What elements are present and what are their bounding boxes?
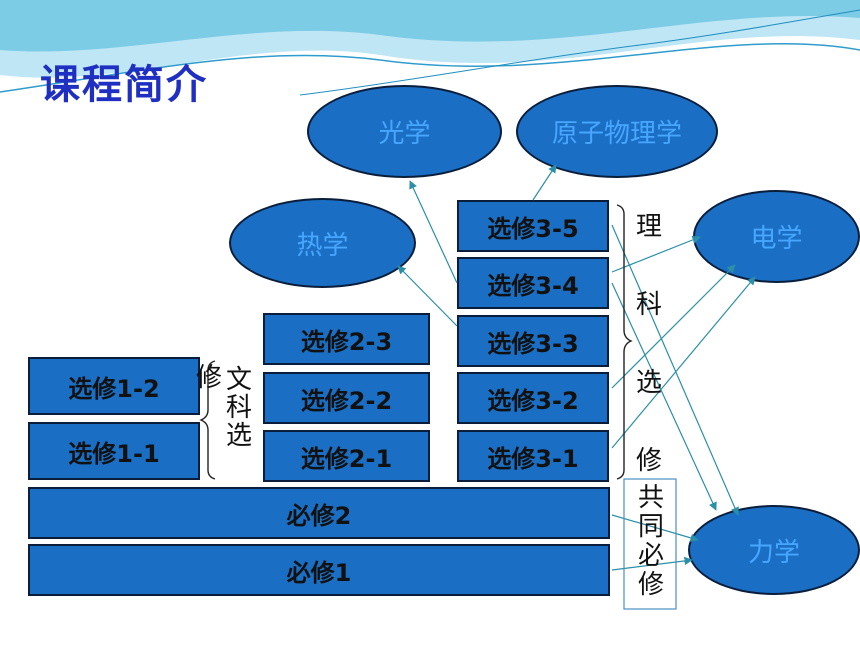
box-elective-2-1: 选修2-1 (263, 430, 430, 482)
box-required-1: 必修1 (28, 544, 610, 596)
box-required-2: 必修2 (28, 487, 610, 539)
header-wave-decoration (0, 0, 860, 96)
ellipse-thermo-label: 热学 (296, 230, 349, 261)
arrow-3-3-to-thermo (397, 265, 458, 327)
label-char: 修 (638, 570, 665, 600)
label-char: 文 (226, 365, 253, 395)
ellipse-atomic-label: 原子物理学 (551, 119, 682, 149)
arrow-3-1-to-electro (611, 276, 756, 449)
label-char: 共 (638, 483, 665, 513)
box-elective-2-2: 选修2-2 (263, 372, 430, 424)
label-char: 科 (636, 290, 663, 320)
arrow-3-5-to-mechanics (611, 224, 739, 516)
box-elective-1-1: 选修1-1 (28, 422, 200, 480)
ellipse-atomic-physics: 原子物理学 (516, 85, 718, 178)
label-char: 选 (226, 421, 253, 451)
ellipse-electro-label: 电学 (750, 224, 803, 254)
arrow-3-2-to-electro (611, 264, 736, 389)
arrow-required2-to-mechanics (611, 514, 699, 542)
ellipse-mechanics-label: 力学 (747, 537, 800, 568)
arrow-required1-to-mechanics (611, 556, 693, 571)
ellipse-mechanics: 力学 (688, 505, 860, 595)
ellipse-electricity: 电学 (693, 190, 860, 283)
arrow-3-5-to-atomic (532, 164, 557, 201)
label-char: 科 (226, 393, 253, 423)
ellipse-optics: 光学 (307, 85, 502, 178)
box-elective-3-4: 选修3-4 (457, 257, 609, 309)
box-elective-3-5: 选修3-5 (457, 200, 609, 252)
label-char: 理 (636, 212, 663, 242)
arrow-3-4-to-optics (409, 180, 458, 284)
arrow-3-4-to-electro (611, 235, 701, 273)
box-elective-1-2: 选修1-2 (28, 357, 200, 415)
ellipse-optics-label: 光学 (378, 119, 431, 149)
arrow-3-4-to-mechanics (611, 282, 717, 511)
box-elective-3-2: 选修3-2 (457, 372, 609, 424)
brace-science (616, 204, 633, 480)
ellipse-thermodynamics: 热学 (229, 198, 416, 288)
label-char: 选 (636, 368, 663, 398)
box-elective-3-3: 选修3-3 (457, 315, 609, 367)
label-char: 修 (636, 446, 663, 476)
label-science-elective: 理 科 选 修 (636, 214, 662, 474)
common-required-border (623, 478, 677, 610)
label-liberal-arts-elective: 文 科 选 (226, 367, 252, 449)
box-elective-3-1: 选修3-1 (457, 430, 609, 482)
label-common-required: 共 同 必 修 (638, 485, 664, 598)
brace-liberal-arts (199, 360, 216, 480)
label-char: 必 (638, 541, 665, 571)
box-elective-2-3: 选修2-3 (263, 313, 430, 365)
label-char: 同 (638, 512, 665, 542)
label-xiu-liberal: 修 (196, 363, 223, 393)
page-title: 课程简介 (40, 62, 208, 108)
